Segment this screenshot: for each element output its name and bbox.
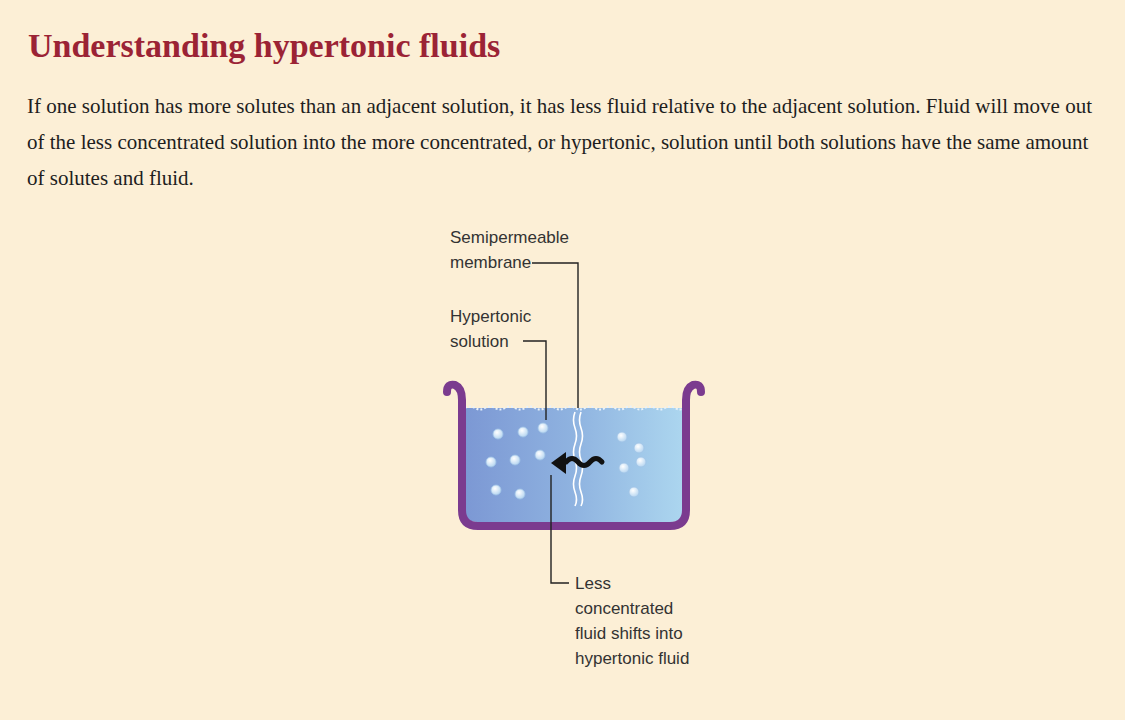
fluid-surface	[465, 407, 683, 410]
fluid	[465, 408, 683, 522]
membrane-label: Semipermeable membrane	[450, 225, 585, 275]
heading: Understanding hypertonic fluids	[28, 26, 1098, 66]
solute-particles	[486, 423, 646, 499]
flow-label: Less concentrated fluid shifts into hype…	[575, 571, 703, 671]
pot-outline	[447, 385, 701, 526]
solution-label: Hypertonic solution	[450, 304, 550, 354]
flow-arrowhead	[551, 452, 566, 474]
flow-arrow	[563, 459, 602, 466]
intro-text: If one solution has more solutes than an…	[27, 88, 1107, 196]
